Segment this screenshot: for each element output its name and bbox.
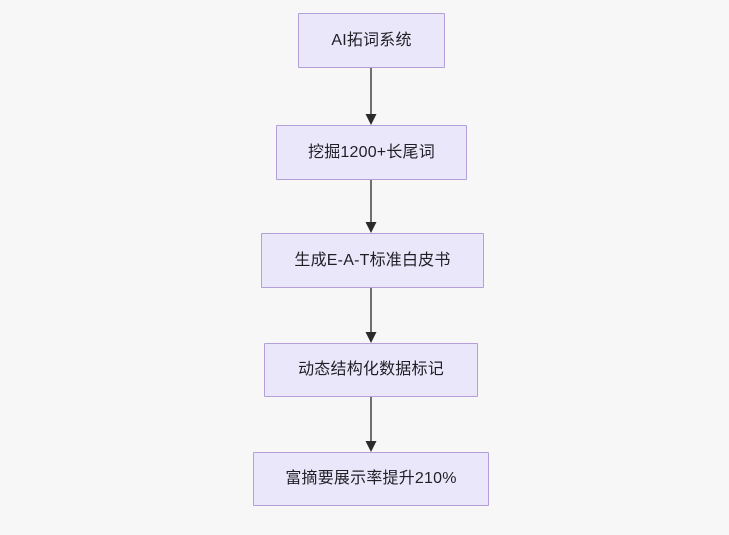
edge-n1-to-n2 [365, 68, 377, 125]
node-label: 富摘要展示率提升210% [285, 470, 457, 488]
node-label: 生成E-A-T标准白皮书 [294, 251, 451, 269]
node-label: AI拓词系统 [331, 31, 412, 49]
arrowhead-icon [365, 441, 377, 452]
flowchart-node-n3[interactable]: 生成E-A-T标准白皮书 [261, 233, 484, 288]
flowchart-node-n2[interactable]: 挖掘1200+长尾词 [276, 125, 467, 180]
flowchart-node-n1[interactable]: AI拓词系统 [298, 13, 445, 68]
edge-n4-to-n5 [365, 397, 377, 452]
arrowhead-icon [365, 222, 377, 233]
arrowhead-icon [365, 114, 377, 125]
edge-n3-to-n4 [365, 288, 377, 343]
node-label: 挖掘1200+长尾词 [308, 143, 435, 161]
flowchart-node-n5[interactable]: 富摘要展示率提升210% [253, 452, 489, 506]
arrowhead-icon [365, 332, 377, 343]
flowchart-node-n4[interactable]: 动态结构化数据标记 [264, 343, 478, 397]
edge-n2-to-n3 [365, 180, 377, 233]
node-label: 动态结构化数据标记 [298, 361, 444, 379]
